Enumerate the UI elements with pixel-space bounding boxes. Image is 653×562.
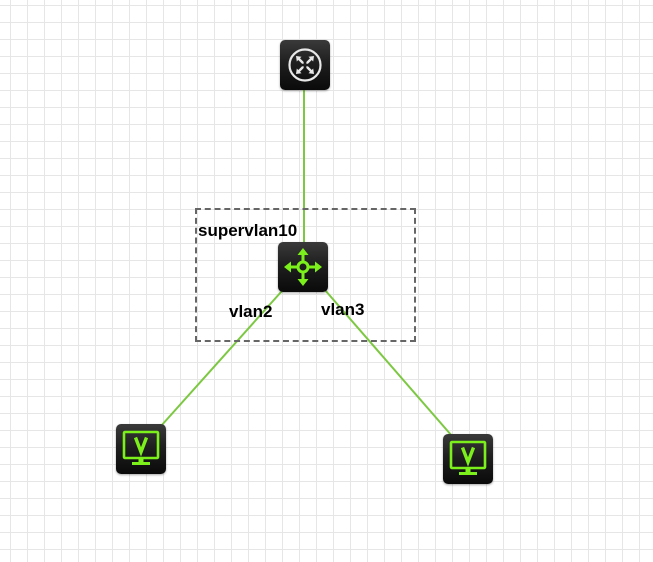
vpc-icon: [449, 440, 487, 475]
router-icon: [288, 48, 322, 82]
link-label-vlan3: vlan3: [321, 300, 365, 319]
pc-left-node[interactable]: [116, 424, 166, 474]
l3-switch-node[interactable]: [278, 242, 328, 292]
router-node[interactable]: [280, 40, 330, 90]
l3-switch-icon: [284, 248, 322, 286]
link-switch-pc-right[interactable]: [317, 281, 453, 437]
group-label: supervlan10: [198, 221, 298, 240]
supervlan-group-box[interactable]: [195, 208, 416, 342]
pc-right-node[interactable]: [443, 434, 493, 484]
link-switch-pc-left[interactable]: [160, 281, 291, 427]
vpc-icon: [122, 430, 160, 465]
link-label-vlan2: vlan2: [229, 302, 273, 321]
